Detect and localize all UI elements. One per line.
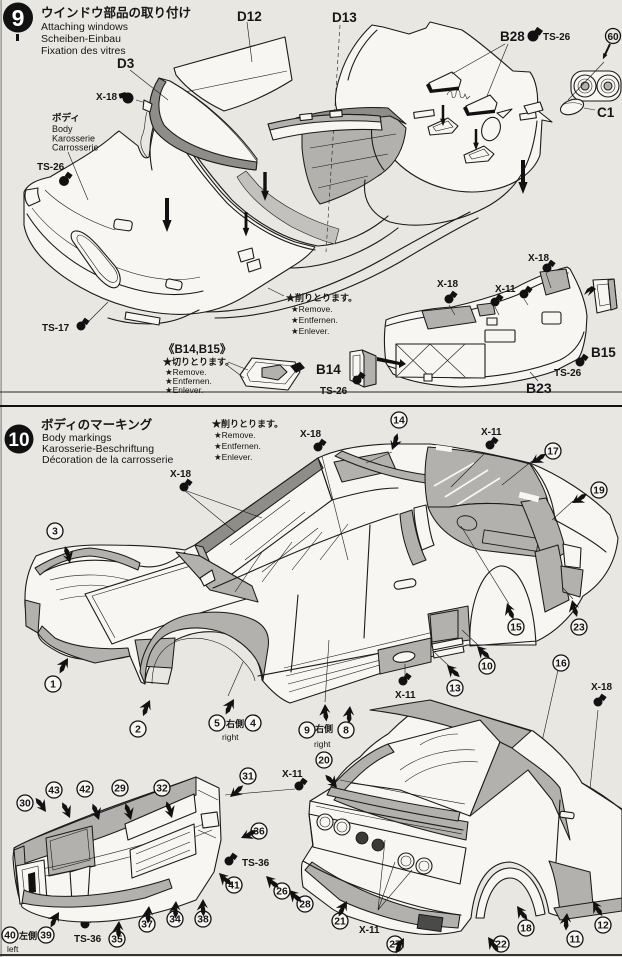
svg-text:5: 5 [214,719,220,730]
svg-text:右側: 右側 [225,718,244,729]
svg-text:3: 3 [52,527,58,538]
svg-text:ボディ: ボディ [52,112,80,124]
svg-text:B23: B23 [526,380,552,396]
svg-text:17: 17 [547,447,559,458]
svg-text:22: 22 [495,940,507,951]
svg-text:Attaching windows: Attaching windows [41,21,128,33]
svg-text:10: 10 [481,662,493,673]
svg-text:38: 38 [197,915,209,926]
svg-text:TS-17: TS-17 [42,323,70,334]
svg-text:★Remove.: ★Remove. [165,367,207,377]
svg-text:右側: 右側 [314,723,333,734]
svg-text:★削りとります。: ★削りとります。 [286,292,357,303]
svg-text:37: 37 [141,920,153,931]
svg-text:B28: B28 [500,29,525,44]
svg-text:16: 16 [555,659,567,670]
svg-text:左側: 左側 [18,930,37,941]
svg-text:1: 1 [50,680,56,691]
svg-text:Carrosserie: Carrosserie [52,143,99,153]
svg-text:42: 42 [79,785,91,796]
svg-text:Fixation des vitres: Fixation des vitres [41,45,126,57]
svg-text:D3: D3 [117,56,135,71]
svg-text:ボディのマーキング: ボディのマーキング [41,417,153,432]
svg-text:left: left [7,944,19,954]
svg-text:23: 23 [573,623,585,634]
svg-text:X-18: X-18 [170,469,192,480]
svg-text:Scheiben-Einbau: Scheiben-Einbau [41,33,121,45]
svg-text:TS-26: TS-26 [554,368,582,379]
svg-text:★削りとります。: ★削りとります。 [212,418,283,429]
svg-text:15: 15 [510,623,522,634]
svg-text:TS-36: TS-36 [242,858,270,869]
svg-text:39: 39 [40,931,52,942]
svg-text:D12: D12 [237,9,262,24]
svg-text:31: 31 [242,772,254,783]
svg-text:14: 14 [393,416,405,427]
svg-text:40: 40 [4,931,16,942]
svg-text:30: 30 [19,799,31,810]
svg-text:X-18: X-18 [591,682,613,693]
svg-text:27: 27 [389,940,401,951]
svg-text:★Enlever.: ★Enlever. [291,326,329,336]
svg-text:43: 43 [48,786,60,797]
svg-text:18: 18 [520,924,532,935]
svg-text:X-11: X-11 [495,284,516,295]
svg-text:10: 10 [8,430,29,451]
svg-text:TS-26: TS-26 [320,386,348,397]
svg-text:D13: D13 [332,10,357,25]
svg-text:Body markings: Body markings [42,432,111,444]
svg-text:4: 4 [250,719,256,730]
svg-text:X-11: X-11 [282,769,303,780]
svg-text:★Entfernen.: ★Entfernen. [214,441,261,451]
svg-text:Body: Body [52,124,73,134]
svg-text:13: 13 [449,684,461,695]
svg-text:41: 41 [228,881,240,892]
svg-text:29: 29 [114,784,126,795]
svg-text:28: 28 [299,900,311,911]
svg-text:Karosserie-Beschriftung: Karosserie-Beschriftung [42,443,154,455]
svg-text:9: 9 [304,726,310,737]
svg-text:X-11: X-11 [395,690,416,701]
svg-text:X-18: X-18 [300,429,322,440]
svg-text:19: 19 [593,486,605,497]
svg-text:Karosserie: Karosserie [52,134,95,144]
svg-text:34: 34 [169,915,181,926]
svg-text:2: 2 [135,725,141,736]
svg-text:11: 11 [570,935,581,946]
svg-text:★Enlever.: ★Enlever. [165,385,203,395]
svg-text:X-11: X-11 [481,427,502,438]
svg-text:20: 20 [318,756,330,767]
svg-text:X-18: X-18 [96,92,118,103]
svg-text:★Remove.: ★Remove. [291,304,333,314]
svg-text:TS-26: TS-26 [37,162,65,173]
svg-text:60: 60 [607,32,619,43]
svg-text:ウインドウ部品の取り付け: ウインドウ部品の取り付け [41,5,191,20]
svg-text:26: 26 [276,887,288,898]
svg-text:TS-36: TS-36 [74,934,102,945]
svg-text:X-18: X-18 [437,279,459,290]
svg-text:B15: B15 [591,345,616,360]
svg-text:right: right [314,739,331,749]
svg-text:9: 9 [12,5,25,31]
svg-text:12: 12 [597,921,609,932]
svg-text:C1: C1 [597,105,615,120]
svg-text:8: 8 [343,726,349,737]
svg-text:★Remove.: ★Remove. [214,430,256,440]
svg-text:X-11: X-11 [359,925,380,936]
svg-text:B14: B14 [316,362,341,377]
svg-text:32: 32 [156,784,168,795]
svg-text:TS-26: TS-26 [543,32,571,43]
svg-text:Décoration de la carrosserie: Décoration de la carrosserie [42,454,173,466]
svg-text:right: right [222,732,239,742]
svg-text:21: 21 [334,917,346,928]
svg-text:★切りとります。: ★切りとります。 [163,357,234,367]
svg-text:X-18: X-18 [528,253,550,264]
svg-text:★Enlever.: ★Enlever. [214,452,252,462]
svg-text:★Entfernen.: ★Entfernen. [165,376,212,386]
svg-text:《B14,B15》: 《B14,B15》 [163,342,231,356]
svg-text:35: 35 [111,935,123,946]
svg-text:★Entfernen.: ★Entfernen. [291,315,338,325]
svg-text:36: 36 [253,827,265,838]
